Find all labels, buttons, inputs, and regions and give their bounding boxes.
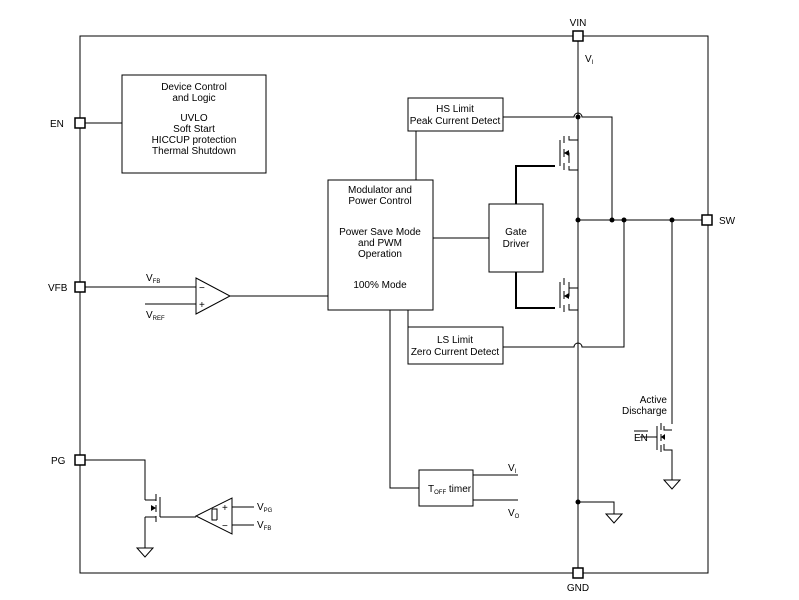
ground-symbol <box>135 547 155 558</box>
error-amplifier: − + <box>195 277 232 315</box>
pin-sw: SW <box>701 214 736 227</box>
active-discharge-line: Active <box>640 395 668 406</box>
device-control-block: Device Control and Logic UVLO Soft Start… <box>121 74 267 174</box>
en-bar-label: EN <box>634 430 648 444</box>
hs-limit-line: Peak Current Detect <box>410 116 501 127</box>
modulator-line: Modulator and <box>348 185 412 196</box>
device-control-line: and Logic <box>172 93 215 104</box>
vpg-label: VPG <box>257 502 273 514</box>
pg-comparator: + − <box>194 497 233 535</box>
pin-pg-label: PG <box>51 456 66 467</box>
hs-limit-line: HS Limit <box>436 104 474 115</box>
comp-plus-sign: + <box>222 503 228 514</box>
toff-timer-block: TOFF timer <box>418 469 474 507</box>
active-discharge-mosfet <box>656 423 665 452</box>
active-discharge-label: Active Discharge <box>622 395 667 417</box>
pg-open-drain-mosfet <box>145 494 161 522</box>
gate-drive-lines <box>515 165 555 309</box>
device-control-line: Thermal Shutdown <box>152 146 236 157</box>
ground-symbol <box>604 513 624 524</box>
vo-toff-label: VO <box>508 508 520 520</box>
device-control-line: HICCUP protection <box>152 135 237 146</box>
amp-minus-sign: − <box>199 283 205 294</box>
gate-driver-line: Gate <box>505 227 527 238</box>
pin-gnd-label: GND <box>567 583 589 594</box>
pin-vfb-label: VFB <box>48 283 68 294</box>
pin-sw-label: SW <box>719 216 736 227</box>
vfb-pg-label: VFB <box>257 520 271 532</box>
ground-symbol <box>662 479 682 490</box>
wiring <box>85 41 702 568</box>
modulator-line: Power Control <box>348 196 411 207</box>
pin-en: EN <box>50 117 86 130</box>
active-discharge-line: Discharge <box>622 406 667 417</box>
vfb-input-label: VFB <box>146 273 160 285</box>
ls-limit-block: LS Limit Zero Current Detect <box>407 326 504 365</box>
comp-minus-sign: − <box>222 521 228 532</box>
ls-limit-line: Zero Current Detect <box>411 347 500 358</box>
amp-plus-sign: + <box>199 300 205 311</box>
vi-top-label: VI <box>585 54 594 66</box>
modulator-line: Power Save Mode <box>339 227 421 238</box>
modulator-block: Modulator and Power Control Power Save M… <box>327 179 434 311</box>
device-control-line: Device Control <box>161 82 227 93</box>
pin-vin-label: VIN <box>570 18 587 29</box>
high-side-mosfet <box>559 136 570 170</box>
hs-limit-block: HS Limit Peak Current Detect <box>407 97 504 132</box>
low-side-mosfet <box>559 278 570 312</box>
modulator-line: Operation <box>358 249 402 260</box>
device-control-line: UVLO <box>180 113 207 124</box>
pin-en-label: EN <box>50 119 64 130</box>
junction-dots <box>575 114 675 505</box>
vref-input-label: VREF <box>146 310 165 322</box>
modulator-line: 100% Mode <box>353 280 407 291</box>
pin-vfb: VFB <box>48 281 86 294</box>
ic-outline <box>79 35 709 574</box>
pin-pg: PG <box>51 454 86 467</box>
toff-timer-label: TOFF timer <box>428 484 472 496</box>
gate-driver-line: Driver <box>503 239 530 250</box>
device-control-line: Soft Start <box>173 124 215 135</box>
pin-gnd: GND <box>567 567 589 594</box>
pin-vin: VIN <box>570 18 587 42</box>
vi-toff-label: VI <box>508 463 517 475</box>
modulator-line: and PWM <box>358 238 402 249</box>
gate-driver-block: Gate Driver <box>488 203 544 273</box>
ls-limit-line: LS Limit <box>437 335 473 346</box>
en-bar-text: EN <box>634 433 648 444</box>
